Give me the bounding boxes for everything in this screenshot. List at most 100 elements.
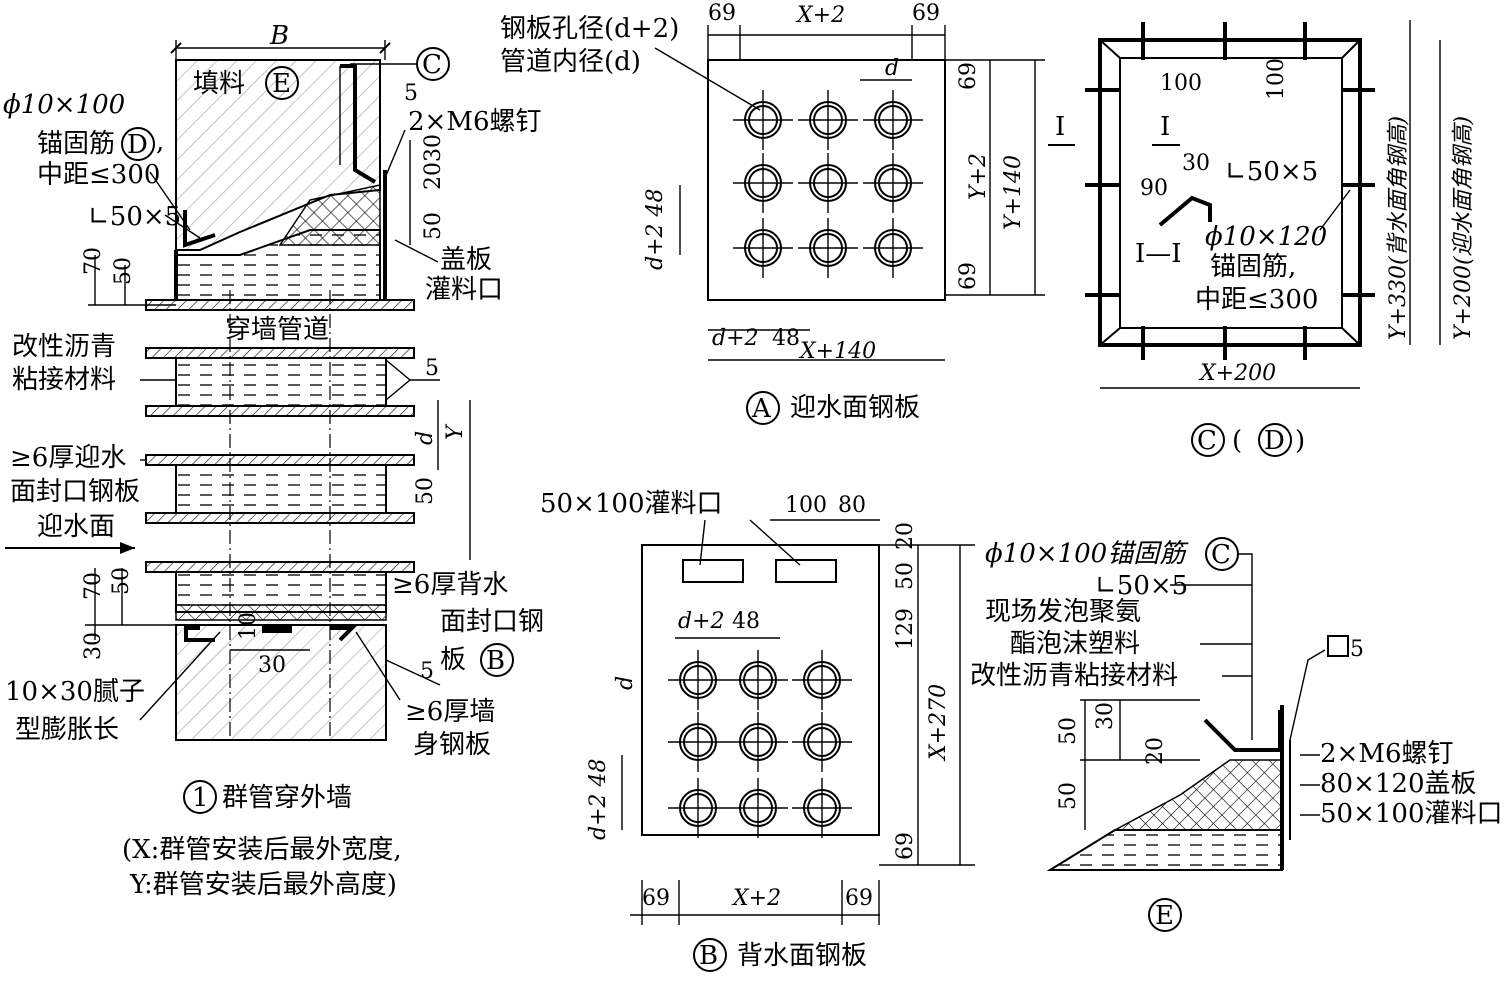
- dim-100-right-C: 100: [1264, 58, 1289, 100]
- foam-line1: 现场发泡聚氨: [985, 597, 1141, 627]
- note-line1: (X:群管安装后最外宽度,: [122, 835, 402, 865]
- pipe-hole: [744, 101, 782, 139]
- screw-E: 2×M6螺钉: [1320, 739, 1454, 769]
- screw-label: 2×M6螺钉: [408, 107, 542, 137]
- back-plate-line1: ≥6厚背水: [392, 570, 508, 600]
- dim-Y330: Y+330(背水面角钢高): [1386, 116, 1411, 340]
- pipe-hole: [739, 723, 777, 761]
- dim-d: d: [413, 431, 438, 445]
- pipe-hole: [809, 101, 847, 139]
- circle-B-wall: [480, 643, 514, 677]
- cover-label: 盖板: [440, 245, 492, 275]
- svg-text:,: ,: [156, 127, 164, 157]
- water-face-label: 迎水面: [37, 512, 115, 542]
- dim-69-right: 69: [912, 1, 940, 26]
- pipe-hole: [743, 665, 773, 695]
- pipe-hole: [679, 661, 717, 699]
- anchor-line2-C: 锚固筋,: [1210, 252, 1296, 282]
- circle-E-caption: [1148, 898, 1182, 932]
- dim-X270-B: X+270: [926, 684, 951, 762]
- angle-C: ∟50×5: [1225, 157, 1318, 187]
- dim-129-B: 129: [893, 608, 918, 650]
- pipe-hole: [813, 233, 843, 263]
- note-line2: Y:群管安装后最外高度): [129, 870, 397, 900]
- wall-section: B 填料 E C 5 ϕ10×100 锚固筋 D , 中距≤300 2×M6螺钉…: [3, 21, 544, 900]
- dim-100-left-C: 100: [1160, 71, 1202, 96]
- dim-50-top-E: 50: [1056, 717, 1081, 745]
- pipe-hole: [803, 723, 841, 761]
- dim-48-B: 48: [732, 609, 760, 634]
- putty-line2: 型膨胀长: [15, 715, 119, 745]
- pipe-label: 穿墙管道: [225, 315, 329, 345]
- circle-D-caption: [1258, 423, 1292, 457]
- circle-E-caption-text: E: [1155, 901, 1174, 931]
- pipe-hole: [744, 164, 782, 202]
- dim-100-B: 100: [785, 493, 827, 518]
- pipe-hole: [807, 727, 837, 757]
- pipe-hole: [743, 727, 773, 757]
- anchor-E: ϕ10×100锚固筋: [985, 539, 1189, 569]
- dim-50-top: 50: [111, 257, 136, 285]
- dim-30-E: 30: [1093, 702, 1118, 730]
- pipe-hole: [878, 233, 908, 263]
- pipe-hole: [683, 793, 713, 823]
- anchor-line2: 锚固筋: [37, 129, 115, 159]
- panel-A-caption: 迎水面钢板: [790, 393, 920, 423]
- section-mark-inner: I: [1160, 112, 1170, 142]
- dim-5-bot: 5: [420, 659, 434, 684]
- putty-line1: 10×30腻子: [5, 677, 145, 707]
- circle-1: [183, 780, 217, 814]
- circle-D-caption-text: D: [1264, 426, 1285, 456]
- dim-Y200: Y+200(迎水面角钢高): [1451, 116, 1476, 340]
- dim-70-bot: 70: [81, 572, 106, 600]
- circle-C-E-text: C: [1211, 540, 1231, 570]
- angle-E: ∟50×5: [1095, 571, 1188, 601]
- front-plate-line2: 面封口钢板: [10, 477, 140, 507]
- dim-d2-B: d+2: [678, 609, 725, 634]
- dim-d-B: d: [613, 676, 638, 690]
- weld-E: 5: [1350, 637, 1364, 662]
- pipe-hole: [679, 789, 717, 827]
- wall-plate-line1: ≥6厚墙: [405, 697, 495, 727]
- circle-E-text: E: [272, 69, 291, 99]
- asphalt-line2: 粘接材料: [12, 365, 116, 395]
- hole-label: 钢板孔径(d+2): [500, 14, 679, 44]
- anchor-line3: 中距≤300: [37, 160, 160, 190]
- grout-port-E: 50×100灌料口: [1320, 799, 1503, 829]
- back-plate-line2: 面封口钢: [440, 607, 544, 637]
- pipe-hole: [743, 793, 773, 823]
- circle-B-caption: [693, 938, 727, 972]
- svg-text:(: (: [1232, 426, 1242, 456]
- back-plate-line3: 板: [440, 645, 466, 675]
- circle-A-text: A: [751, 394, 772, 424]
- dim-50-bot-E: 50: [1056, 782, 1081, 810]
- dim-2030: 2030: [421, 134, 446, 190]
- asphalt-E: 改性沥青粘接材料: [970, 661, 1178, 691]
- circle-C-text: C: [422, 50, 442, 80]
- dim-90-C: 90: [1140, 176, 1168, 201]
- dim-80-B: 80: [838, 493, 866, 518]
- dim-69-top-A: 69: [956, 62, 981, 90]
- dim-50-side: 50: [421, 212, 446, 240]
- dim-20-E: 20: [1143, 737, 1168, 765]
- circle-A: [746, 391, 780, 425]
- dim-30-left: 30: [81, 632, 106, 660]
- pipe-hole: [809, 164, 847, 202]
- circle-B-caption-text: B: [699, 941, 718, 971]
- circle-D-text: D: [127, 130, 148, 160]
- pipe-hole: [803, 789, 841, 827]
- dim-Y140-A: Y+140: [1001, 155, 1026, 230]
- dim-X2-B: X+2: [731, 886, 781, 911]
- circle-D: [121, 127, 155, 161]
- pipe-hole: [874, 164, 912, 202]
- section-mark-left: I: [1055, 112, 1065, 142]
- grout-port-label: 灌料口: [425, 275, 503, 305]
- pipe-hole: [748, 168, 778, 198]
- wall-plate-line2: 身钢板: [413, 730, 491, 760]
- dim-30-C: 30: [1182, 151, 1210, 176]
- dim-Y: Y: [443, 423, 468, 440]
- pipe-hole: [813, 105, 843, 135]
- dim-Y2-A: Y+2: [966, 153, 991, 200]
- pipe-hole: [874, 101, 912, 139]
